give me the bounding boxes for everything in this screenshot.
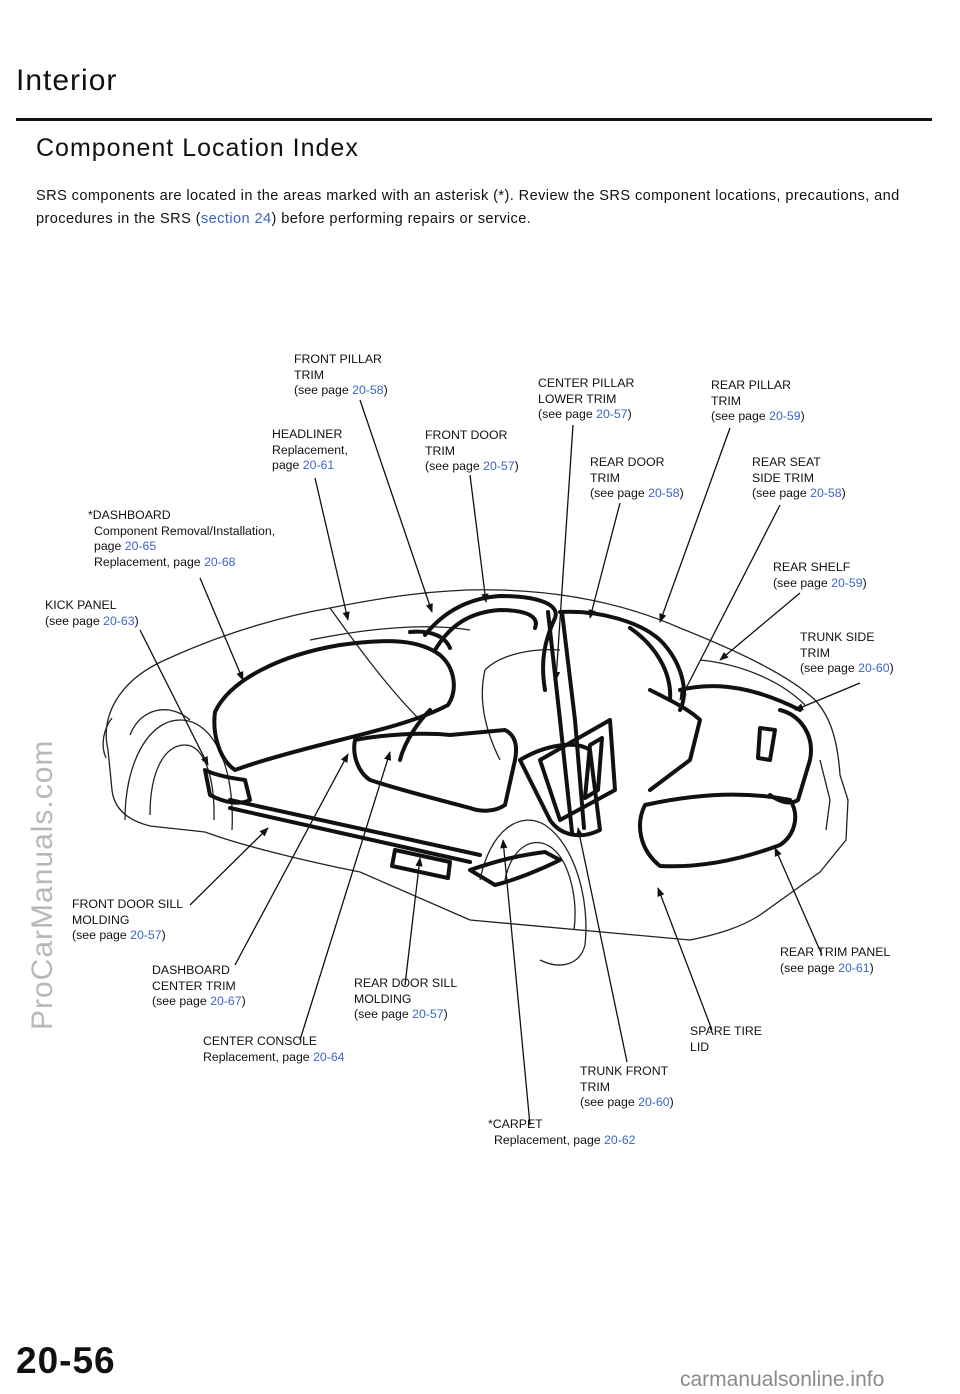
label-kick-panel: KICK PANEL (see page 20-63) bbox=[45, 598, 139, 628]
trunk-front-trim-page-link[interactable]: 20-60 bbox=[638, 1095, 670, 1109]
label-rear-door-sill-molding: REAR DOOR SILL MOLDING (see page 20-57) bbox=[354, 976, 458, 1021]
label-front-door-sill-molding: FRONT DOOR SILL MOLDING (see page 20-57) bbox=[72, 897, 184, 942]
page-number: 20-56 bbox=[16, 1340, 116, 1381]
label-spare-tire-lid: SPARE TIRE LID bbox=[690, 1024, 762, 1054]
label-rear-seat-side-trim: REAR SEAT SIDE TRIM (see page 20-58) bbox=[752, 455, 846, 500]
section-24-link[interactable]: section 24 bbox=[200, 211, 272, 227]
intro-text-2: ) before performing repairs or service. bbox=[271, 211, 532, 227]
front-door-trim-page-link[interactable]: 20-57 bbox=[483, 459, 515, 473]
label-trunk-side-trim: TRUNK SIDE TRIM (see page 20-60) bbox=[800, 630, 894, 675]
dashboard-replacement-page-link[interactable]: 20-68 bbox=[204, 554, 236, 569]
wheel-arches bbox=[124, 719, 587, 966]
label-carpet: *CARPET Replacement, page 20-62 bbox=[488, 1117, 636, 1147]
rear-seat-side-trim-page-link[interactable]: 20-58 bbox=[810, 486, 842, 500]
car-body-outline bbox=[102, 589, 849, 941]
dashboard-removal-page-link[interactable]: 20-65 bbox=[124, 539, 157, 553]
dashboard-center-trim-page-link[interactable]: 20-67 bbox=[210, 994, 242, 1008]
front-door-sill-molding-page-link[interactable]: 20-57 bbox=[130, 928, 162, 942]
label-dashboard: *DASHBOARD Component Removal/Installatio… bbox=[88, 508, 276, 569]
label-front-door-trim: FRONT DOOR TRIM (see page 20-57) bbox=[425, 428, 519, 473]
label-rear-shelf: REAR SHELF (see page 20-59) bbox=[773, 560, 867, 590]
watermark-procarmanuals: ProCarManuals.com bbox=[26, 739, 59, 1030]
rear-trim-panel-page-link[interactable]: 20-61 bbox=[838, 960, 870, 975]
trunk-side-trim-page-link[interactable]: 20-60 bbox=[858, 661, 890, 675]
label-dashboard-center-trim: DASHBOARD CENTER TRIM (see page 20-67) bbox=[152, 963, 246, 1008]
header-rule bbox=[16, 118, 932, 121]
headliner-page-link[interactable]: 20-61 bbox=[302, 458, 335, 472]
front-pillar-trim-page-link[interactable]: 20-58 bbox=[352, 383, 384, 397]
kick-panel-page-link[interactable]: 20-63 bbox=[103, 613, 135, 628]
label-headliner: HEADLINER Replacement, page 20-61 bbox=[272, 427, 348, 472]
label-trunk-front-trim: TRUNK FRONT TRIM (see page 20-60) bbox=[580, 1064, 674, 1109]
watermark-carmanualsonline: carmanualsonline.info bbox=[680, 1368, 885, 1391]
trim-pieces bbox=[203, 594, 813, 887]
label-front-pillar-trim: FRONT PILLAR TRIM (see page 20-58) bbox=[294, 352, 388, 397]
label-rear-pillar-trim: REAR PILLAR TRIM (see page 20-59) bbox=[711, 378, 805, 423]
section-title: Interior bbox=[16, 64, 118, 97]
rear-door-trim-page-link[interactable]: 20-58 bbox=[648, 486, 680, 500]
center-pillar-lower-trim-page-link[interactable]: 20-57 bbox=[596, 407, 628, 421]
page-title: Component Location Index bbox=[36, 134, 359, 162]
rear-door-sill-molding-page-link[interactable]: 20-57 bbox=[412, 1007, 444, 1021]
center-console-page-link[interactable]: 20-64 bbox=[313, 1049, 345, 1064]
rear-shelf-page-link[interactable]: 20-59 bbox=[831, 575, 863, 590]
leader-lines bbox=[139, 399, 861, 1126]
label-center-pillar-lower-trim: CENTER PILLAR LOWER TRIM (see page 20-57… bbox=[538, 376, 635, 421]
intro-paragraph: SRS components are located in the areas … bbox=[36, 185, 926, 231]
label-center-console: CENTER CONSOLE Replacement, page 20-64 bbox=[203, 1034, 345, 1064]
carpet-page-link[interactable]: 20-62 bbox=[604, 1132, 636, 1147]
label-rear-door-trim: REAR DOOR TRIM (see page 20-58) bbox=[590, 455, 684, 500]
rear-pillar-trim-page-link[interactable]: 20-59 bbox=[769, 409, 801, 423]
intro-text-1: SRS components are located in the areas … bbox=[36, 188, 900, 227]
label-rear-trim-panel: REAR TRIM PANEL (see page 20-61) bbox=[780, 945, 891, 975]
